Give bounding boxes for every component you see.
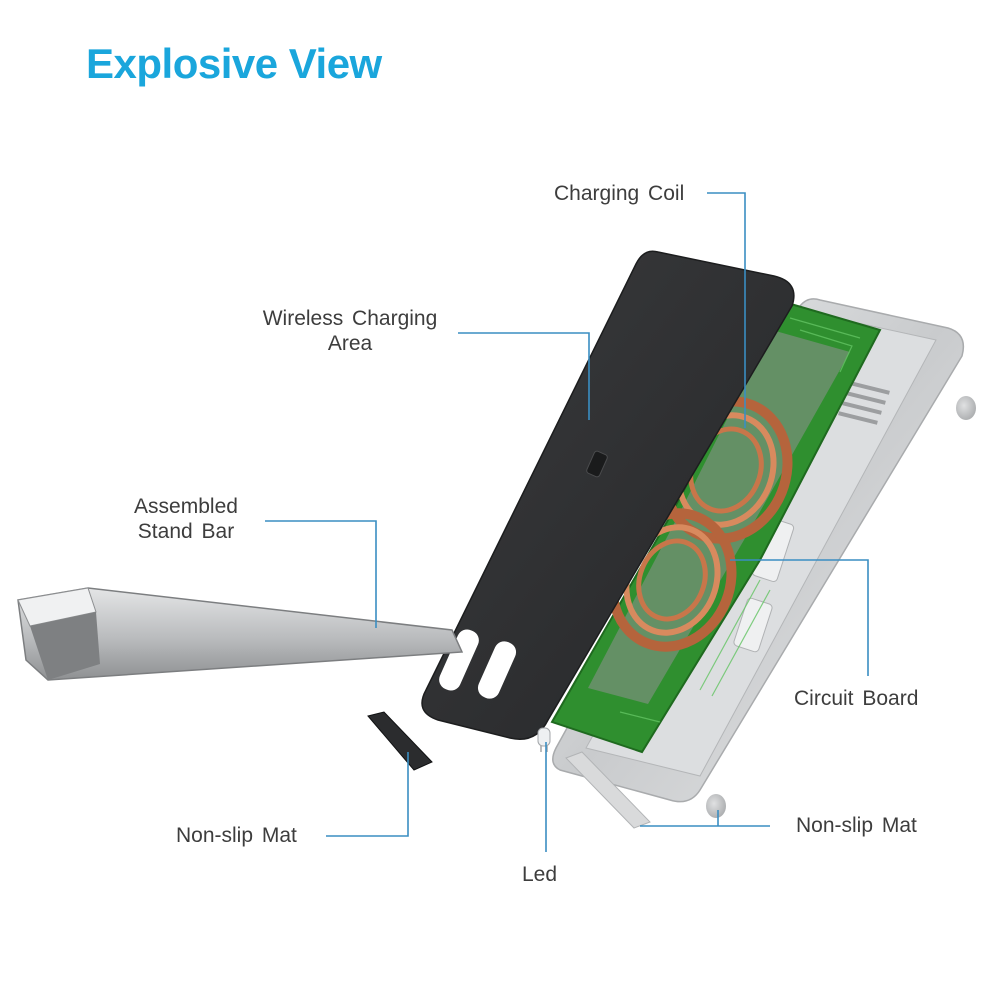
label-wireless-line2: Area — [327, 332, 373, 355]
leader-stand-bar — [265, 520, 377, 628]
led-component — [537, 727, 551, 752]
led-window-icon — [586, 450, 608, 478]
non-slip-mat-right — [565, 751, 651, 829]
label-charging-coil: Charging Coil — [554, 182, 685, 205]
label-non-slip-mat-right: Non-slip Mat — [796, 814, 917, 837]
non-slip-mat-left — [367, 711, 433, 771]
leader-nonslip-right — [640, 810, 770, 827]
rubber-foot-icon — [706, 794, 726, 818]
label-wireless-line1: Wireless Charging — [262, 307, 438, 330]
rubber-foot-icon — [956, 396, 976, 420]
stand-bar — [17, 587, 464, 681]
label-circuit-board: Circuit Board — [794, 687, 919, 710]
charging-coil — [607, 396, 793, 652]
leader-wireless-area — [458, 332, 590, 420]
label-wireless-charging-area: Wireless Charging Area — [258, 306, 442, 356]
leader-circuit-board — [730, 559, 869, 676]
label-stand-line1: Assembled — [134, 495, 238, 518]
label-led: Led — [522, 863, 558, 886]
leader-charging-coil — [707, 192, 746, 428]
leader-nonslip-left — [326, 752, 409, 837]
wireless-charging-pad — [421, 250, 795, 740]
label-assembled-stand-bar: Assembled Stand Bar — [126, 494, 246, 544]
label-non-slip-mat-left: Non-slip Mat — [176, 824, 297, 847]
page-title: Explosive View — [86, 40, 382, 87]
label-stand-line2: Stand Bar — [137, 520, 235, 543]
